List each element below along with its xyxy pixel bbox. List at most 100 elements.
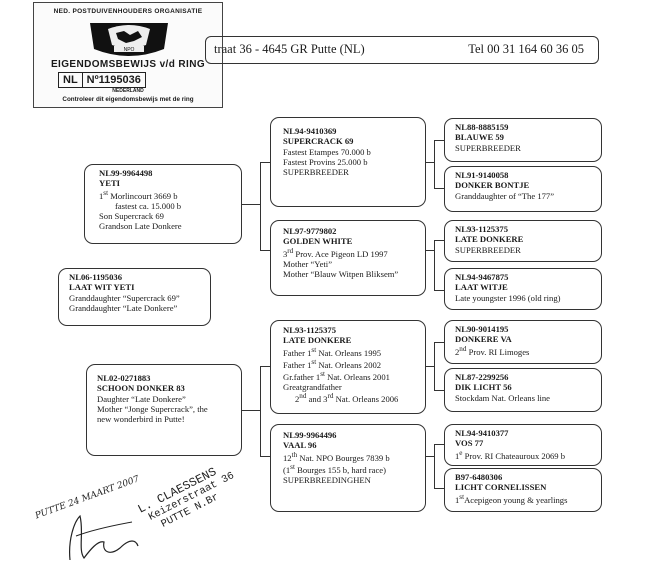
ring-number: NL94-9467875 <box>455 272 509 282</box>
pigeon-info: Gr.father 1st Nat. Orleans 2001 <box>283 369 390 382</box>
pedigree-box-subject: NL06-1195036 LAAT WIT YETI Granddaughter… <box>58 268 211 326</box>
connector <box>242 410 260 412</box>
pedigree-box-dsd: NL87-2299256 DIK LICHT 56 Stockdam Nat. … <box>444 368 602 412</box>
connector <box>434 444 436 488</box>
certificate-control-text: Controleer dit eigendomsbewijs met de ri… <box>62 96 194 103</box>
pigeon-info: new wonderbird in Putte! <box>97 414 185 425</box>
signature-icon <box>69 514 139 561</box>
ring-number: NL93-1125375 <box>455 224 508 234</box>
pigeon-info: Mother “Jonge Supercrack”, the <box>97 403 208 414</box>
connector <box>260 366 262 456</box>
connector <box>260 456 270 458</box>
pigeon-name: VOS 77 <box>455 438 484 449</box>
pigeon-info: Mother “Yeti” <box>283 258 333 269</box>
contact-header: traat 36 - 4645 GR Putte (NL) Tel 00 31 … <box>205 36 599 64</box>
certificate-small-text: NEDERLAND <box>112 88 144 94</box>
certificate-org: NED. POSTDUIVENHOUDERS ORGANISATIE <box>53 8 203 15</box>
ring-number: NL88-8885159 <box>455 122 509 132</box>
pigeon-name: YETI <box>99 178 121 189</box>
pigeon-info: (1st Bourges 155 b, hard race) <box>283 462 386 475</box>
pigeon-info: SUPERBREEDINGHEN <box>283 474 371 485</box>
pigeon-info: Father 1st Nat. Orleans 1995 <box>283 345 382 358</box>
pigeon-info: 2nd Prov. RI Limoges <box>455 344 530 357</box>
pigeon-name: LAAT WIT YETI <box>69 282 135 293</box>
pigeon-name: VAAL 96 <box>283 440 317 451</box>
connector <box>434 390 444 392</box>
address: traat 36 - 4645 GR Putte (NL) <box>214 42 365 56</box>
pigeon-info: Stockdam Nat. Orleans line <box>455 392 550 403</box>
ring-number: NL02-0271883 <box>97 373 151 383</box>
ring-number: B97-6480306 <box>455 472 503 482</box>
pigeon-info: 1st Morlincourt 3669 b <box>99 188 178 201</box>
pigeon-info: Greatgrandfather <box>283 382 342 393</box>
connector <box>434 140 444 142</box>
pigeon-info: Daughter “Late Donkere” <box>97 393 186 404</box>
pigeon-info: Grandson Late Donkere <box>99 221 182 232</box>
pigeon-info: Granddaughter of “The 177” <box>455 190 555 201</box>
pigeon-info: Son Supercrack 69 <box>99 211 164 222</box>
pigeon-info: fastest ca. 15.000 b <box>115 200 182 211</box>
pigeon-info: SUPERBREEDER <box>283 167 349 178</box>
phone: Tel 00 31 164 60 36 05 <box>468 42 584 56</box>
pigeon-info: 1stAcepigeon young & yearlings <box>455 492 568 505</box>
connector <box>260 162 270 164</box>
certificate-title: EIGENDOMSBEWIJS v/d RING <box>50 59 206 70</box>
pigeon-name: LICHT CORNELISSEN <box>455 482 547 493</box>
pigeon-name: BLAUWE 59 <box>455 132 504 143</box>
connector <box>260 162 262 250</box>
ring-number: NL99-9964498 <box>99 168 153 178</box>
ring-number: NL99-9964496 <box>283 430 337 440</box>
pedigree-box-sire: NL99-9964498 YETI 1st Morlincourt 3669 b… <box>84 164 242 244</box>
connector <box>434 240 444 242</box>
pigeon-info: 12th Nat. NPO Bourges 7839 b <box>283 450 390 463</box>
pedigree-box-dam-sire: NL93-1125375 LATE DONKERE Father 1st Nat… <box>270 320 426 414</box>
connector <box>434 444 444 446</box>
lion-emblem-icon: NPO <box>90 23 168 56</box>
ring-number: Nº1195036 <box>81 73 145 87</box>
pedigree-box-dds: NL94-9410377 VOS 77 1e Prov. RI Chateaur… <box>444 424 602 466</box>
pigeon-info: Fastest Etampes 70.000 b <box>283 146 371 157</box>
pigeon-name: DIK LICHT 56 <box>455 382 512 393</box>
ring-number: NL91-9140058 <box>455 170 509 180</box>
pigeon-info: Granddaughter “Supercrack 69” <box>69 292 180 303</box>
connector <box>426 456 434 458</box>
pigeon-info: Father 1st Nat. Orleans 2002 <box>283 357 382 370</box>
pigeon-info: Fastest Provins 25.000 b <box>283 156 368 167</box>
ring-number: NL06-1195036 <box>69 272 122 282</box>
pigeon-name: LATE DONKERE <box>283 335 352 346</box>
connector <box>426 366 434 368</box>
connector <box>434 140 436 188</box>
pigeon-info: 1e Prov. RI Chateauroux 2069 b <box>455 448 566 461</box>
connector <box>426 250 434 252</box>
ring-country: NL <box>63 74 78 86</box>
ring-number: NL94-9410377 <box>455 428 509 438</box>
ring-number: NL94-9410369 <box>283 126 337 136</box>
connector <box>434 342 436 390</box>
connector <box>260 250 270 252</box>
pedigree-box-dam: NL02-0271883 SCHOON DONKER 83 Daughter “… <box>86 364 242 456</box>
pigeon-name: LATE DONKERE <box>455 234 524 245</box>
connector <box>434 240 436 290</box>
pigeon-info: SUPERBREEDER <box>455 244 521 255</box>
pedigree-box-sds: NL93-1125375 LATE DONKERE SUPERBREEDER <box>444 220 602 262</box>
connector <box>434 488 444 490</box>
svg-text:NPO: NPO <box>124 47 135 53</box>
ring-number: NL93-1125375 <box>283 325 336 335</box>
pigeon-name: GOLDEN WHITE <box>283 236 353 247</box>
connector <box>260 366 270 368</box>
connector <box>434 290 444 292</box>
pigeon-info: Mother “Blauw Witpen Bliksem” <box>283 269 399 280</box>
pigeon-info: 3rd Prov. Ace Pigeon LD 1997 <box>283 246 388 259</box>
connector <box>426 162 434 164</box>
pigeon-info: Late youngster 1996 (old ring) <box>455 292 561 303</box>
pedigree-box-ddd: B97-6480306 LICHT CORNELISSEN 1stAcepige… <box>444 468 602 512</box>
connector <box>434 342 444 344</box>
ring-number: NL87-2299256 <box>455 372 509 382</box>
pedigree-box-sdd: NL94-9467875 LAAT WITJE Late youngster 1… <box>444 268 602 310</box>
pedigree-box-dss: NL90-9014195 DONKERE VA 2nd Prov. RI Lim… <box>444 320 602 364</box>
pedigree-box-sire-dam: NL97-9779802 GOLDEN WHITE 3rd Prov. Ace … <box>270 220 426 296</box>
pigeon-name: LAAT WITJE <box>455 282 508 293</box>
pedigree-box-sss: NL88-8885159 BLAUWE 59 SUPERBREEDER <box>444 118 602 162</box>
pigeon-name: SCHOON DONKER 83 <box>97 383 185 394</box>
